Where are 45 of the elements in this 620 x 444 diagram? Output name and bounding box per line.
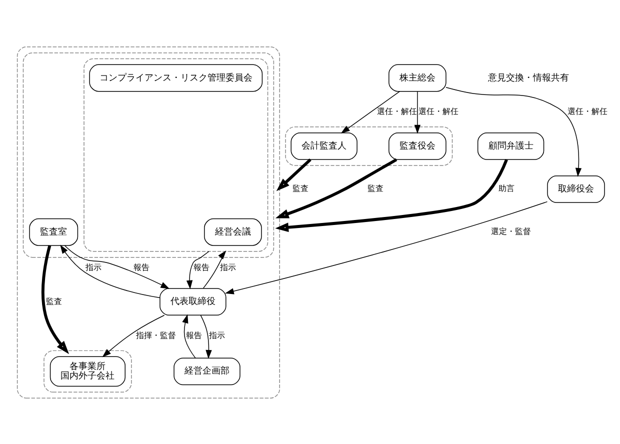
edge-label: 選任・解任: [418, 106, 459, 116]
node-box: 監査室: [29, 218, 78, 246]
node-box: 会計監査人: [290, 132, 358, 160]
arrow: [340, 90, 400, 133]
node-box: 顧問弁護士: [477, 132, 544, 160]
edge-label: 監査: [46, 295, 62, 306]
cluster: [84, 58, 268, 252]
arrow: [60, 244, 160, 298]
edge-label: 監査: [368, 182, 384, 193]
edge-label: 監査: [292, 182, 309, 193]
cluster: [22, 52, 274, 258]
arrow: [64, 244, 170, 288]
edge-label: 指示: [220, 261, 236, 272]
node-box: コンプライアンス・リスク管理委員会: [89, 64, 263, 92]
edge-label: 選任・解任: [567, 106, 608, 116]
edge-label: 指示: [85, 261, 102, 272]
edge-label: 選任・解任: [377, 106, 418, 116]
arrow: [275, 158, 508, 232]
edge-label: 指揮・監督: [136, 329, 176, 340]
node-box: 経営企画部: [174, 357, 240, 385]
arrow: [182, 314, 196, 358]
arrow: [186, 250, 210, 289]
arrow: [446, 86, 582, 176]
label: 意見交換・情報共有: [488, 72, 570, 83]
arrow: [414, 90, 421, 134]
arrow: [224, 200, 548, 294]
node-box: 代表取締役: [160, 288, 226, 315]
arrow: [276, 158, 312, 191]
node-box: 経営会議: [204, 218, 262, 246]
arrow: [200, 314, 212, 358]
edge-label: 指示: [209, 329, 226, 340]
arrow: [41, 244, 70, 354]
arrow: [275, 158, 398, 218]
edge-label: 報告: [193, 261, 210, 272]
cluster: [16, 46, 280, 398]
edge-label: 選定・監督: [491, 226, 532, 236]
node-box: 取締役会: [547, 174, 605, 202]
arrow: [102, 314, 165, 357]
edge-label: 助言: [498, 182, 515, 193]
edge-label: 報告: [133, 261, 150, 272]
node-box: 株主総会: [388, 64, 446, 92]
arrow: [202, 250, 226, 288]
node-box: 各事業所 国内外子会社: [50, 356, 126, 386]
node-box: 監査役会: [388, 132, 446, 160]
edge-label: 報告: [186, 329, 202, 340]
